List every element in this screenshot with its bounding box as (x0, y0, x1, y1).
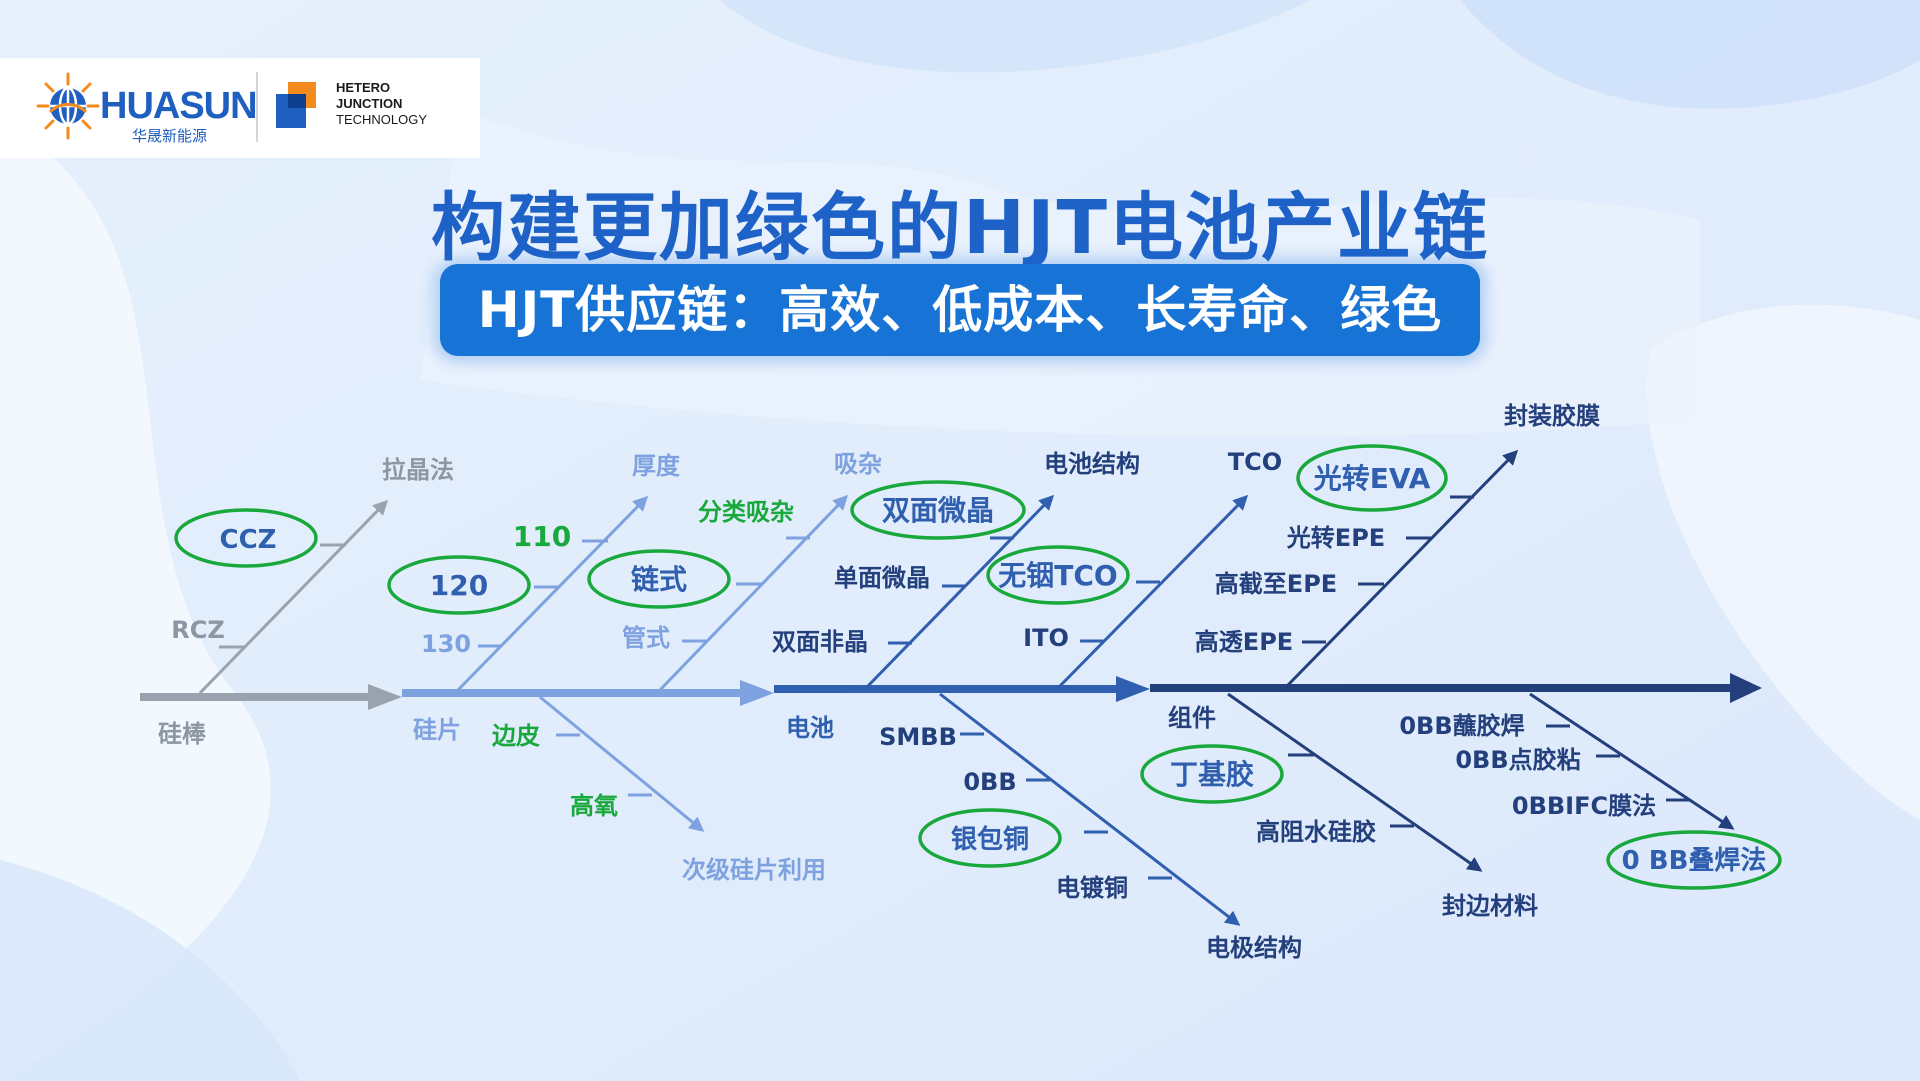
branch-thickness (456, 495, 649, 692)
label-butyl: 丁基胶 (1170, 758, 1254, 791)
label-double-micro: 双面微晶 (882, 494, 994, 527)
label-0bb-dip: 0BB蘸胶焊 (1399, 712, 1524, 740)
page-title: 构建更加绿色的HJT电池产业链 (431, 185, 1489, 271)
label-130: 130 (421, 630, 471, 658)
sun-globe-logo-icon (36, 72, 100, 140)
branch-edge-seal (1227, 692, 1483, 872)
logo-divider (256, 72, 258, 142)
highlight-ring-120 (387, 555, 531, 615)
label-single-micro: 单面微晶 (834, 564, 930, 592)
label-high-oxygen: 高氧 (570, 792, 618, 820)
highlight-ring-silver-copper (918, 808, 1062, 868)
subtitle-banner: HJT供应链：高效、低成本、长寿命、绿色 (440, 264, 1480, 356)
brand-name-cn: 华晟新能源 (132, 127, 208, 145)
label-obb: 0BB (963, 768, 1016, 796)
label-light-eva: 光转EVA (1313, 462, 1431, 495)
branch-tco (1056, 494, 1249, 690)
hjt-wordmark: HETERO JUNCTION TECHNOLOGY (336, 80, 427, 128)
branch-electrode (939, 692, 1241, 926)
highlight-ring-butyl (1140, 744, 1284, 804)
branch-0bb (1529, 692, 1735, 830)
label-smbb: SMBB (879, 723, 957, 751)
label-0bb-dot: 0BB点胶粘 (1455, 746, 1580, 774)
highlight-ring-indium-free (986, 545, 1130, 605)
spine-arrow-silicon-rod (368, 684, 402, 710)
label-high-trans-epe: 高透EPE (1195, 628, 1293, 656)
stage-silicon-rod: 硅棒 (158, 720, 207, 748)
branch-encapsulant (1286, 449, 1519, 687)
stage-cell: 电池 (786, 714, 834, 742)
label-double-amorph: 双面非晶 (772, 628, 868, 656)
branch-module: 封装胶膜 光转EVA 光转EPE 高截至EPE 高透EPE 丁基胶 高阻水硅胶 … (1140, 402, 1782, 920)
label-electrode: 电极结构 (1206, 934, 1302, 962)
branch-cell: 电池结构 双面微晶 单面微晶 双面非晶 TCO 无铟TCO ITO SMBB 0… (772, 448, 1302, 962)
stage-module: 组件 (1168, 704, 1216, 732)
subtitle-text: HJT供应链：高效、低成本、长寿命、绿色 (477, 281, 1443, 339)
label-ccz: CCZ (219, 525, 276, 555)
spine-arrow-cell (1116, 676, 1150, 702)
branch-secondary-wafer (539, 695, 705, 832)
hjt-line-3: TECHNOLOGY (336, 112, 428, 127)
label-secondary-wafer: 次级硅片利用 (682, 856, 826, 884)
label-high-resist: 高阻水硅胶 (1256, 818, 1376, 846)
highlight-ring-light-eva (1296, 444, 1448, 512)
label-edge-skin: 边皮 (492, 722, 540, 750)
label-0bb-stack: 0 BB叠焊法 (1622, 846, 1767, 876)
branch-silicon-rod: 拉晶法 CCZ RCZ (171, 456, 454, 695)
branch-pulling-method (198, 499, 389, 695)
stage-wafer: 硅片 (413, 716, 461, 744)
label-gettering: 吸杂 (834, 450, 882, 478)
label-cutoff-epe: 高截至EPE (1215, 570, 1337, 598)
hjt-line-2: JUNCTION (336, 96, 403, 111)
label-encapsulant: 封装胶膜 (1504, 402, 1600, 430)
logo-bar: HUASUN 华晟新能源 HETERO JUNCTION TECHNOLOGY (0, 58, 480, 158)
label-classified-gettering: 分类吸杂 (698, 498, 794, 526)
label-pulling-method: 拉晶法 (382, 456, 454, 484)
label-rcz: RCZ (171, 616, 225, 644)
spine (140, 673, 1762, 710)
label-electroplated-copper: 电镀铜 (1056, 874, 1128, 902)
label-120: 120 (430, 569, 488, 602)
label-indium-free: 无铟TCO (998, 559, 1117, 592)
spine-arrow-wafer (740, 680, 774, 706)
branch-gettering (658, 494, 849, 692)
label-edge-seal: 封边材料 (1442, 892, 1538, 920)
label-tco: TCO (1228, 448, 1282, 476)
label-thickness: 厚度 (632, 452, 681, 480)
branch-wafer: 厚度 110 120 130 吸杂 分类吸杂 链式 管式 边皮 高氧 次级硅片利… (387, 450, 882, 884)
label-light-epe: 光转EPE (1286, 524, 1385, 552)
brand-name: HUASUN (100, 85, 258, 127)
highlight-ring-0bb-stack (1606, 830, 1782, 890)
label-cell-structure: 电池结构 (1044, 450, 1140, 478)
label-0bbifc: 0BBIFC膜法 (1512, 792, 1656, 820)
hjt-cube-logo-icon (276, 82, 316, 128)
label-chain: 链式 (631, 563, 687, 596)
hjt-line-1: HETERO (336, 80, 391, 95)
highlight-ring-double-micro (850, 480, 1026, 540)
branch-cell-structure (864, 494, 1055, 690)
label-tube: 管式 (622, 624, 670, 652)
label-ito: ITO (1023, 624, 1069, 652)
label-silver-copper: 银包铜 (951, 824, 1029, 855)
label-110: 110 (513, 520, 571, 553)
highlight-ring-chain (587, 549, 731, 609)
highlight-ring-ccz (174, 508, 318, 568)
spine-arrow-module (1730, 673, 1762, 703)
